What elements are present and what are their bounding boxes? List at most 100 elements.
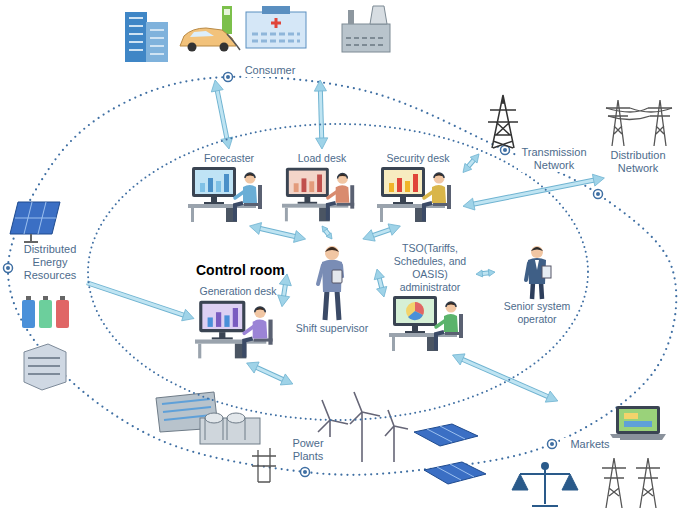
arrow-shaft-outline (258, 228, 297, 237)
node-label: Markets (560, 438, 620, 451)
ring-dot-center-part (503, 148, 507, 152)
label-box: Distributed Energy Resources (16, 243, 84, 282)
thermal-plant-part (205, 418, 245, 440)
network-node: Power Plants (150, 385, 490, 512)
ring-dot-center-part (303, 470, 307, 474)
chart-bar (302, 178, 307, 192)
chart-bar (294, 183, 299, 192)
person-hair (446, 302, 457, 306)
solar-farm-part (414, 424, 478, 446)
substation (252, 448, 276, 482)
thermal-plant-part (227, 413, 245, 423)
ring-dot (4, 73, 603, 477)
balance-scale (512, 463, 578, 506)
person-body (322, 260, 342, 293)
trading-laptop-part (624, 413, 638, 419)
chart-bar (397, 178, 402, 192)
person-arm (244, 326, 254, 333)
chair-seat (337, 203, 355, 206)
person-legs (235, 203, 243, 221)
illustration-area (120, 4, 420, 64)
monitor-screen (384, 170, 422, 194)
chart-bar (405, 181, 410, 192)
electric-car-part (188, 43, 197, 52)
person-hair (337, 174, 348, 178)
chart-bar (216, 312, 221, 327)
balance-scale-part (542, 463, 548, 469)
person-body (253, 320, 268, 339)
monitor-base (405, 331, 425, 333)
desk-leg (198, 344, 201, 359)
monitor (393, 296, 437, 326)
monitor (286, 168, 329, 197)
illustration-area (188, 165, 270, 223)
arrow-head (322, 226, 328, 232)
chart-bar (309, 181, 314, 192)
node-label: Senior system operator (496, 300, 578, 326)
chart-bar (224, 174, 229, 192)
node-label: Security desk (386, 152, 449, 165)
person-body (444, 314, 458, 332)
chart-bar (413, 174, 418, 192)
desk-node: TSO(Tariffs, Schedules, and OASIS) admin… (385, 240, 475, 354)
ring-dot-center-part (226, 75, 230, 79)
batteries-part (26, 296, 31, 300)
double-arrow-connector (278, 274, 292, 307)
person-head (434, 173, 445, 184)
arrow-head (545, 391, 558, 402)
network-node: Distributed Energy Resources (4, 195, 86, 390)
balance-scale-part (520, 466, 570, 506)
ring-dot-part (4, 264, 13, 273)
market-towers (602, 458, 660, 508)
illustration-area (596, 97, 680, 149)
chair-seat (244, 203, 262, 206)
storage-rack-part (28, 358, 60, 374)
office-buildings (125, 12, 168, 62)
ring-dot-part (301, 468, 310, 477)
thermal-plant-part (205, 413, 223, 423)
arrow-head (294, 231, 306, 243)
node-label: Load desk (298, 152, 346, 165)
label-box: Power Plants (283, 437, 333, 463)
tablet (332, 270, 342, 283)
desk-node: Load desk (282, 150, 362, 225)
batteries-part (43, 296, 48, 300)
arrow-head (316, 138, 328, 149)
arrow-head (374, 269, 384, 280)
monitor-screen (289, 171, 326, 194)
industrial-plant-part (348, 10, 354, 24)
arrow-shaft-outline (255, 367, 285, 381)
monitor-base (204, 202, 224, 204)
arrow-shaft (320, 89, 321, 140)
hospital-part (246, 12, 306, 48)
chart-bar (208, 317, 213, 326)
electric-car (180, 6, 240, 52)
network-node: Consumer (120, 2, 420, 79)
person-arm (318, 265, 342, 284)
desk-leg (380, 208, 383, 222)
office-buildings-part (129, 18, 164, 54)
arrow-head (463, 163, 472, 172)
illustration-area (195, 298, 281, 360)
desk-leg (285, 208, 288, 222)
trading-laptop-part (619, 409, 657, 431)
electric-car-part (222, 6, 232, 34)
person-illustration (288, 242, 376, 322)
thermal-plant (200, 413, 260, 444)
person-legs (436, 332, 444, 350)
chart-bar (224, 315, 229, 327)
illustration-area (374, 165, 462, 223)
double-arrow-connector (87, 283, 194, 321)
hospital-part (271, 18, 281, 28)
trading-laptop-part (624, 421, 652, 427)
batteries (22, 296, 69, 328)
office-buildings-part (146, 22, 168, 62)
ring-dot-part (548, 440, 557, 449)
arrow-shaft (472, 180, 596, 205)
distribution-pylons (606, 100, 672, 146)
trading-laptop (610, 406, 666, 440)
person-illustration (195, 298, 281, 360)
headset (255, 307, 265, 312)
solar-farm-part (427, 426, 474, 480)
node-label: Generation desk (199, 285, 276, 298)
